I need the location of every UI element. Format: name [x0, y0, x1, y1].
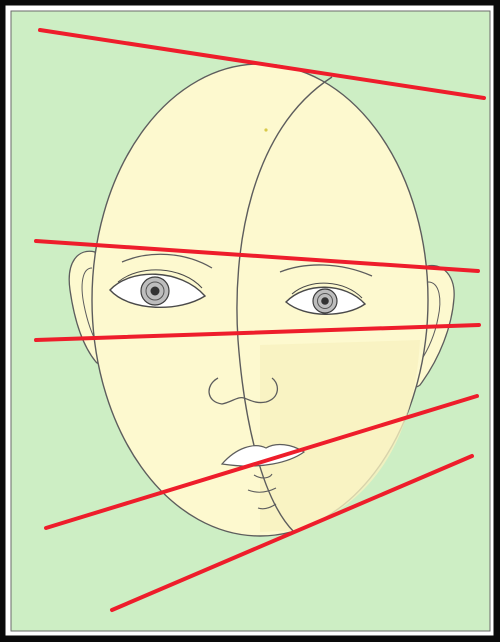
left-pupil: [151, 287, 160, 296]
head-mark: [264, 128, 267, 131]
right-pupil: [321, 297, 329, 305]
